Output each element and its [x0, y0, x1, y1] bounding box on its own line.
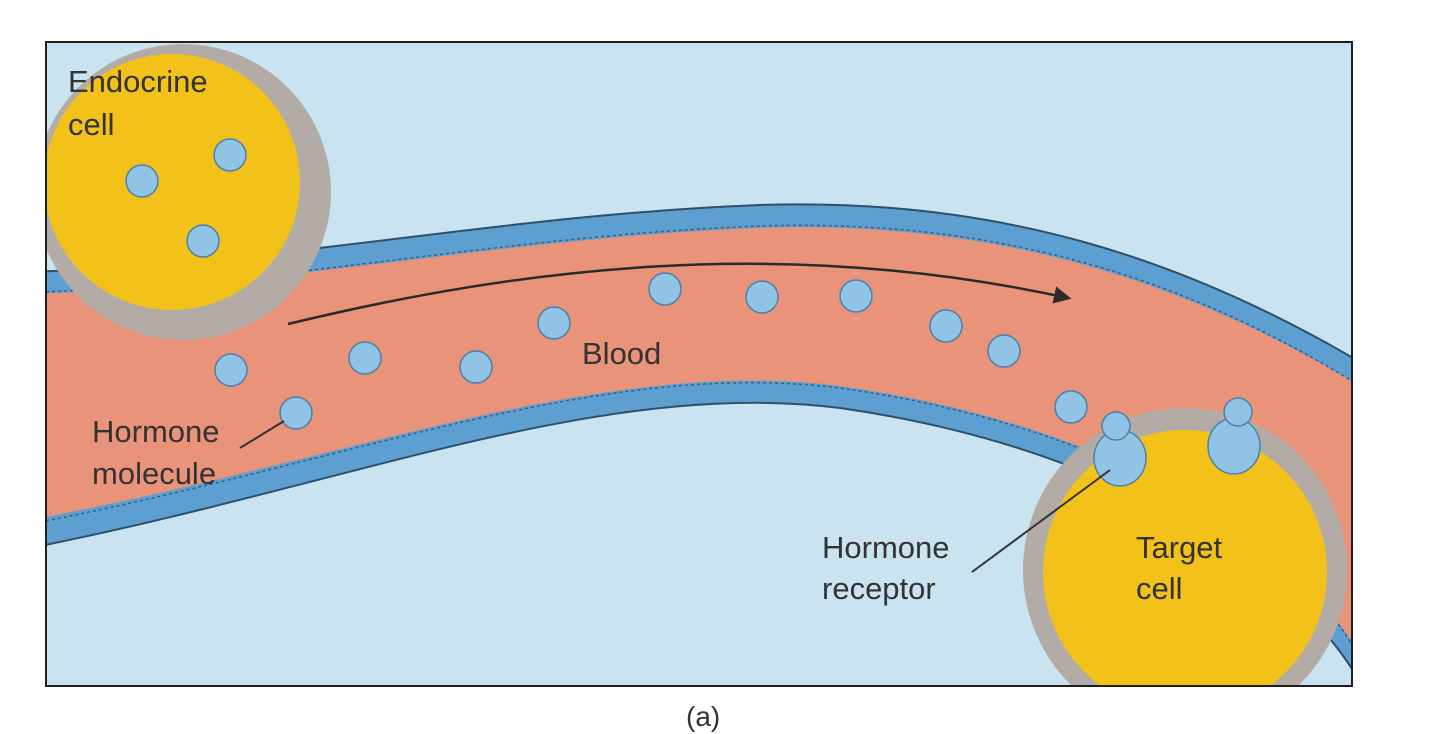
blood-label: Blood: [582, 336, 661, 371]
hormone-molecule: [459, 350, 493, 384]
hormone-molecule: [1054, 390, 1088, 424]
hormone-receptor-label: receptor: [822, 571, 936, 606]
hormone-molecule: [214, 353, 248, 387]
panel-frame: [45, 41, 1353, 687]
endocrine-cell-label: Endocrine: [68, 64, 208, 99]
hormone-molecule: [125, 164, 159, 198]
hormone-molecule: [348, 341, 382, 375]
hormone-receptor-label: Hormone: [822, 530, 950, 565]
hormone-molecule: [279, 396, 313, 430]
hormone-molecule: [213, 138, 247, 172]
endocrine-cell: [46, 44, 331, 340]
hormone-molecule: [186, 224, 220, 258]
blood-stream: [46, 227, 1352, 642]
flow-arrow: [287, 262, 1072, 326]
hormone-molecule: [745, 280, 779, 314]
target-cell-label: Target: [1136, 530, 1223, 565]
hormone-molecule: [987, 334, 1021, 368]
hormone-molecule: [648, 272, 682, 306]
hormone-molecule-leader: [239, 420, 285, 449]
hormone-molecule: [929, 309, 963, 343]
hormone-molecule-label: molecule: [92, 456, 216, 491]
hormone-receptor-leader: [971, 469, 1111, 573]
target-cell-label: cell: [1136, 571, 1183, 606]
panel-caption: (a): [686, 701, 720, 732]
hormone-molecule: [839, 279, 873, 313]
hormone-molecule-label: Hormone: [92, 414, 220, 449]
hormone-molecules: [125, 138, 1088, 430]
endocrine-cell-label: cell: [68, 107, 115, 142]
target-cell: [1023, 408, 1347, 686]
hormone-molecule: [537, 306, 571, 340]
